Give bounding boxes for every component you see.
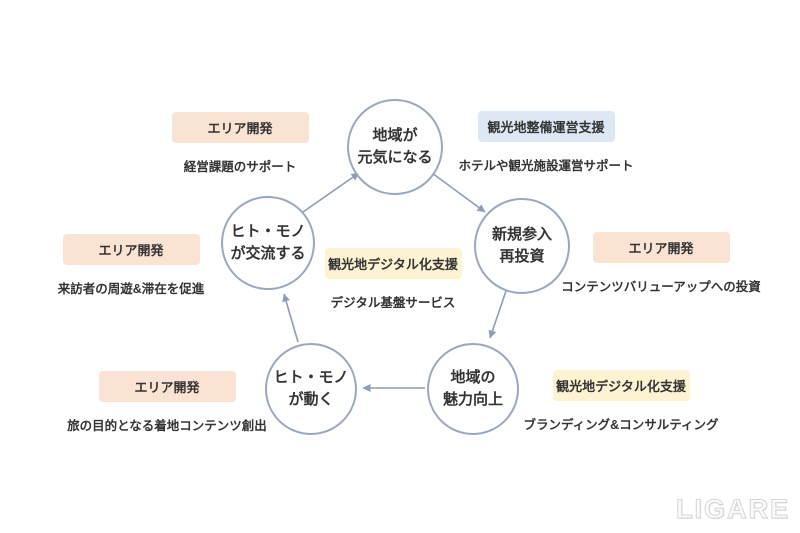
ligare-logo: LIGARE (675, 494, 790, 525)
annotation-description: ホテルや観光施設運営サポート (458, 159, 634, 173)
arrow-bottomleft-to-left (282, 293, 299, 343)
annotation-description: コンテンツバリューアップへの投資 (561, 280, 761, 294)
badge-tourism-facility-support: 観光地整備運営支援 (477, 111, 615, 142)
badge-tourism-digitalization-support: 観光地デジタル化支援 (324, 248, 462, 279)
badge-tourism-digitalization-support: 観光地デジタル化支援 (552, 370, 690, 401)
node-new-entry-reinvestment: 新規参入 再投資 (492, 224, 552, 268)
annotation-description: 経営課題のサポート (183, 160, 297, 174)
annotation-right: エリア開発 コンテンツバリューアップへの投資 (546, 232, 776, 295)
node-label-line: が動く (288, 391, 334, 408)
badge-area-development: エリア開発 (62, 234, 200, 265)
node-label-line: が交流する (230, 245, 306, 262)
badge-area-development: エリア開発 (98, 371, 236, 402)
annotation-top-right: 観光地整備運営支援 ホテルや観光施設運営サポート (436, 111, 656, 174)
node-regional-attractiveness: 地域の 魅力向上 (443, 367, 503, 411)
badge-area-development: エリア開発 (171, 112, 309, 143)
annotation-description: デジタル基盤サービス (330, 296, 456, 310)
annotation-description: 来訪者の周遊&滞在を促進 (57, 282, 205, 296)
annotation-left: エリア開発 来訪者の周遊&滞在を促進 (31, 234, 231, 297)
cycle-arrows (282, 172, 507, 392)
node-label-line: 再投資 (499, 248, 545, 265)
node-label-line: 魅力向上 (442, 391, 504, 408)
node-label-line: 元気になる (357, 149, 433, 166)
circle-regional-attractiveness (427, 343, 519, 435)
annotation-bottom-right: 観光地デジタル化支援 ブランディング&コンサルティング (506, 370, 736, 433)
annotation-top-left: エリア開発 経営課題のサポート (140, 112, 340, 175)
annotation-bottom-left: エリア開発 旅の目的となる着地コンテンツ創出 (52, 371, 282, 434)
annotation-description: 旅の目的となる着地コンテンツ創出 (67, 419, 267, 433)
node-label-line: 新規参入 (491, 226, 553, 243)
arrow-right-to-bottomright (488, 290, 507, 339)
node-label-line: ヒト・モノ (230, 223, 306, 240)
badge-area-development: エリア開発 (592, 232, 730, 263)
annotation-description: ブランディング&コンサルティング (523, 418, 719, 432)
node-label-line: 地域が (372, 127, 418, 144)
node-people-goods-interact: ヒト・モノ が交流する (230, 221, 305, 265)
arrow-top-to-right (431, 172, 486, 213)
cycle-circles (221, 99, 570, 435)
node-label-line: 地域の (450, 369, 496, 386)
node-people-goods-move: ヒト・モノ が動く (273, 367, 348, 411)
circle-people-goods-move (265, 343, 357, 435)
circle-people-goods-interact (221, 196, 315, 290)
circle-region-energized (347, 99, 443, 195)
node-label-line: ヒト・モノ (273, 369, 349, 386)
circle-new-entry-reinvestment (474, 198, 570, 294)
node-region-energized: 地域が 元気になる (357, 125, 432, 169)
annotation-center: 観光地デジタル化支援 デジタル基盤サービス (293, 248, 493, 311)
arrow-left-to-top (302, 172, 360, 213)
